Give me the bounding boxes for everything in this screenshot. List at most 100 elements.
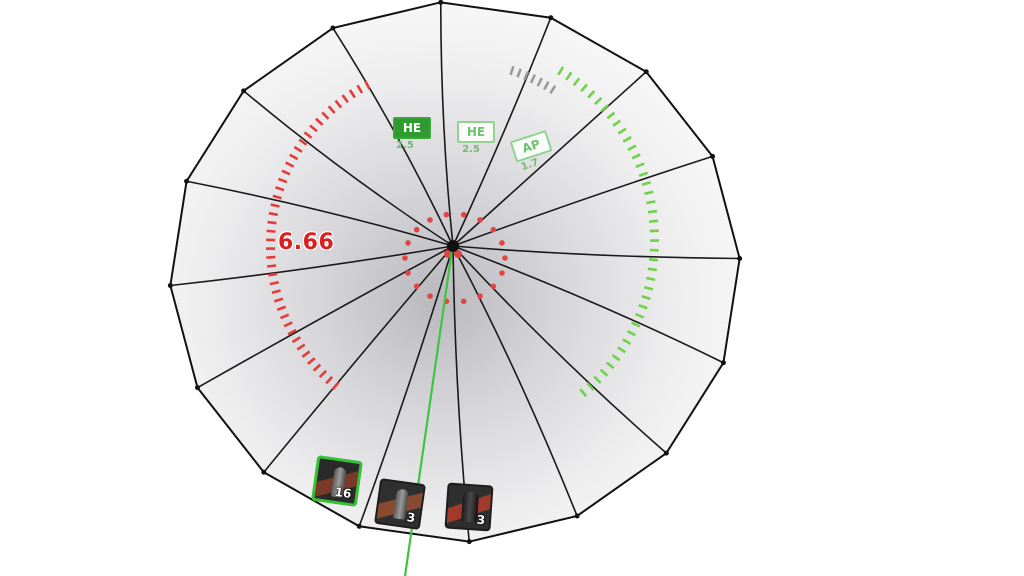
arc-tick <box>273 297 284 303</box>
arc-tick <box>293 145 303 153</box>
arc-tick <box>565 71 573 81</box>
reticle-dot <box>490 283 497 290</box>
arc-tick <box>287 328 297 336</box>
umbrella-rib <box>186 180 454 247</box>
arc-tick <box>634 312 645 319</box>
rib-tip <box>548 15 554 21</box>
arc-tick <box>617 127 627 135</box>
shell-type-label: HE <box>457 121 495 143</box>
umbrella-hub <box>447 240 459 252</box>
reticle-dot <box>427 217 433 223</box>
arc-tick <box>647 267 657 272</box>
arc-tick <box>321 111 330 120</box>
arc-tick <box>334 99 343 109</box>
rib-tip <box>643 69 649 75</box>
ammo-slot-1[interactable]: 16 <box>311 455 363 507</box>
reticle-dot <box>405 270 411 276</box>
arc-tick <box>631 153 641 160</box>
umbrella-canopy <box>169 1 741 543</box>
distance-readout: 6.66 <box>278 230 335 255</box>
arc-tick <box>622 135 632 143</box>
umbrella-rib <box>452 245 578 517</box>
arc-tick <box>277 177 288 184</box>
arc-tick <box>285 161 295 168</box>
arc-tick <box>516 68 522 78</box>
reticle-center-dot <box>444 250 452 258</box>
reticle-dot <box>499 270 505 276</box>
arc-tick <box>612 119 622 127</box>
arc-tick <box>646 276 656 282</box>
arc-tick <box>272 194 282 200</box>
arc-tick <box>268 211 278 217</box>
ammo-count: 3 <box>476 512 486 528</box>
umbrella-rib <box>358 245 454 527</box>
rib-tip <box>194 385 200 391</box>
arc-tick <box>356 84 364 94</box>
arc-tick <box>327 105 336 114</box>
shell-value-label: 2.5 <box>462 144 480 155</box>
reticle-dot <box>443 211 450 218</box>
reticle-dot <box>427 293 433 299</box>
arc-tick <box>303 131 313 139</box>
arc-tick <box>348 89 356 99</box>
arc-tick <box>283 321 293 328</box>
reticle-dot <box>402 255 408 261</box>
reticle-dot <box>490 226 497 233</box>
range-arc-top <box>509 65 557 95</box>
arc-tick <box>267 220 277 225</box>
arc-tick <box>266 229 276 233</box>
rib-tip <box>241 88 247 94</box>
arc-tick <box>631 321 641 328</box>
aim-reticle <box>402 211 508 305</box>
ammo-slot-2[interactable]: 3 <box>374 478 426 530</box>
reticle-dot <box>460 298 467 305</box>
arc-tick <box>606 111 616 120</box>
arc-tick <box>268 272 278 277</box>
rib-tip <box>330 25 336 31</box>
rib-tip <box>720 360 726 366</box>
arc-tick <box>276 305 287 312</box>
reticle-dot <box>502 255 508 261</box>
arc-tick <box>542 81 550 91</box>
reticle-dot <box>477 293 483 299</box>
ammo-slot-3[interactable]: 3 <box>444 482 494 532</box>
arc-tick <box>648 258 659 262</box>
umbrella-rib <box>197 245 454 389</box>
arc-tick <box>270 203 280 208</box>
arc-tick <box>644 190 654 196</box>
shell-tag-he-selected[interactable]: HE 2.5 <box>382 117 442 151</box>
umbrella-rib <box>170 245 454 287</box>
arc-tick <box>307 357 316 365</box>
reticle-dot <box>477 217 483 223</box>
arc-tick <box>325 375 334 385</box>
arc-tick <box>643 285 654 291</box>
arc-tick <box>622 338 632 346</box>
arc-tick <box>275 186 285 192</box>
arc-tick <box>638 171 649 177</box>
arc-tick <box>509 65 515 76</box>
arc-tick <box>266 264 277 268</box>
arc-tick <box>281 169 291 176</box>
arc-tick <box>635 162 645 169</box>
arc-tick <box>279 313 290 320</box>
arc-tick <box>289 153 299 161</box>
arc-tick <box>557 66 565 76</box>
arc-tick <box>312 363 322 372</box>
rib-tip <box>184 178 190 184</box>
arc-tick <box>318 369 328 379</box>
shell-tag-he[interactable]: HE 2.5 <box>446 121 506 155</box>
reticle-dot <box>413 226 420 233</box>
ammo-count: 16 <box>333 484 353 502</box>
ammo-count: 3 <box>405 510 417 526</box>
rib-tip <box>574 513 580 519</box>
umbrella-rib-tips <box>167 0 743 545</box>
rib-tip <box>466 539 472 545</box>
umbrella-rib <box>452 155 713 247</box>
reticle-center-dot <box>454 250 462 258</box>
arc-tick <box>617 346 627 354</box>
arc-tick <box>572 77 581 87</box>
arc-tick <box>331 381 340 391</box>
arc-tick <box>266 255 276 259</box>
arc-tick <box>291 336 301 344</box>
